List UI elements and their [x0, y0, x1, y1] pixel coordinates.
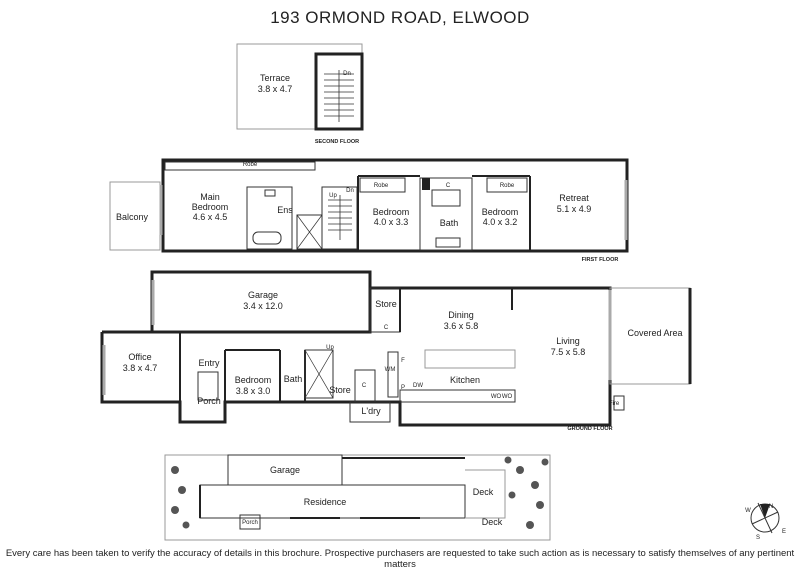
first-bath-column: [422, 178, 430, 190]
main-robe-label: Robe: [243, 162, 258, 168]
office-outline: [100, 332, 345, 424]
main-bedroom-label-line1: Main: [200, 192, 220, 202]
compass-icon: N E S W: [745, 502, 786, 541]
dn-label-first: Dn: [346, 188, 354, 194]
ensuite-label: Ens: [277, 205, 293, 215]
site-deck: [465, 469, 506, 519]
ground-c-label: C: [362, 383, 367, 389]
ensuite-toilet: [264, 189, 276, 197]
terrace-label: Terrace: [260, 73, 290, 83]
site-plan: Garage Residence Porch Deck Deck: [164, 454, 551, 541]
living-outline: [345, 286, 612, 427]
pantry-label: P: [401, 385, 405, 391]
first-bath-shower: [431, 189, 461, 207]
retreat-label: Retreat: [559, 193, 589, 203]
plan-title: 193 ORMOND ROAD, ELWOOD: [270, 8, 530, 27]
bedroom3-robe: [486, 177, 528, 193]
fire-label: Fire: [609, 401, 620, 407]
ground-store-label: Store: [329, 385, 351, 395]
bedroom3-label: Bedroom: [482, 207, 519, 217]
bedroom2-label: Bedroom: [373, 207, 410, 217]
balcony-label: Balcony: [116, 212, 149, 222]
laundry-label: L'dry: [361, 406, 381, 416]
bedroom2-robe: [359, 177, 406, 193]
first-floor-plan: Robe Main Bedroom 4.6 x 4.5 Balcony Ens …: [109, 158, 629, 263]
dw-label: DW: [413, 383, 423, 389]
entry-label: Entry: [198, 358, 220, 368]
stair-well-second: [314, 52, 364, 131]
kitchen-bench: [399, 389, 516, 403]
fridge-label: F: [401, 358, 405, 364]
kitchen-label: Kitchen: [450, 375, 480, 385]
second-floor-label: SECOND FLOOR: [315, 139, 359, 145]
site-porch-label: Porch: [242, 520, 258, 526]
site-deck-label-1: Deck: [473, 487, 494, 497]
office-dimensions: 3.8 x 4.7: [123, 363, 158, 373]
ground-bath-label: Bath: [284, 374, 303, 384]
main-bedroom-label-line2: Bedroom: [192, 202, 229, 212]
site-walls: [199, 457, 465, 519]
ensuite-bath-tub: [252, 231, 282, 245]
site-residence-label: Residence: [304, 497, 347, 507]
living-dimensions: 7.5 x 5.8: [551, 347, 586, 357]
retreat-dimensions: 5.1 x 4.9: [557, 204, 592, 214]
ground-bedroom-dimensions: 3.8 x 3.0: [236, 386, 271, 396]
ground-stair-well: [304, 349, 334, 399]
wm-label: WM: [385, 367, 396, 373]
site-porch: [239, 514, 261, 530]
main-bedroom-dimensions: 4.6 x 4.5: [193, 212, 228, 222]
ensuite-outline: [246, 186, 293, 250]
second-floor-plan: Terrace 3.8 x 4.7 Dn SECOND FLOOR: [236, 43, 364, 145]
dn-label-second: Dn: [343, 71, 351, 77]
first-bath-outline: [419, 177, 473, 251]
compass-e: E: [782, 529, 786, 535]
compass-s: S: [756, 535, 760, 541]
site-deck-label-2: Deck: [482, 517, 503, 527]
living-label: Living: [556, 336, 580, 346]
bedroom2-robe-label: Robe: [374, 183, 389, 189]
garage-dimensions: 3.4 x 12.0: [243, 301, 283, 311]
site-trees: [171, 456, 549, 529]
up-label-first: Up: [329, 193, 337, 199]
fridge-pantry: [387, 351, 399, 398]
kitchen-island: [424, 349, 516, 369]
bedroom3-dimensions: 4.0 x 3.2: [483, 217, 518, 227]
first-bath-label: Bath: [440, 218, 459, 228]
compass-w: W: [745, 508, 751, 514]
entry-closet: [197, 371, 219, 401]
bedroom3-robe-label: Robe: [500, 183, 515, 189]
fireplace: [613, 395, 625, 411]
ground-floor-label: GROUND FLOOR: [567, 426, 612, 432]
wall-oven-2-label: WO: [502, 394, 513, 400]
site-boundary: [164, 454, 551, 541]
porch-label: Porch: [197, 396, 221, 406]
site-garage-label: Garage: [270, 465, 300, 475]
garage-label: Garage: [248, 290, 278, 300]
dining-label: Dining: [448, 310, 474, 320]
covered-area-label: Covered Area: [627, 328, 682, 338]
ground-bedroom-label: Bedroom: [235, 375, 272, 385]
dining-dimensions: 3.6 x 5.8: [444, 321, 479, 331]
laundry-outline: [349, 401, 391, 423]
bedroom2-dimensions: 4.0 x 3.3: [374, 217, 409, 227]
compass-n: N: [769, 504, 773, 510]
wall-oven-1-label: WO: [491, 394, 502, 400]
office-label: Office: [128, 352, 151, 362]
first-floor-label: FIRST FLOOR: [582, 257, 619, 263]
garage-c-label: C: [384, 325, 389, 331]
first-c-label: C: [446, 183, 451, 189]
stair-treads-second: [324, 70, 354, 122]
store-top-label: Store: [375, 299, 397, 309]
first-bath-vanity: [435, 237, 461, 248]
ground-floor-plan: Garage 3.4 x 12.0 Store C Dining 3.6 x 5…: [100, 270, 692, 432]
up-label-ground: Up: [326, 345, 334, 351]
stair-treads-first: [328, 195, 352, 240]
terrace-dimensions: 3.8 x 4.7: [258, 84, 293, 94]
main-robe-outline: [164, 161, 316, 171]
disclaimer-text: Every care has been taken to verify the …: [5, 548, 795, 570]
